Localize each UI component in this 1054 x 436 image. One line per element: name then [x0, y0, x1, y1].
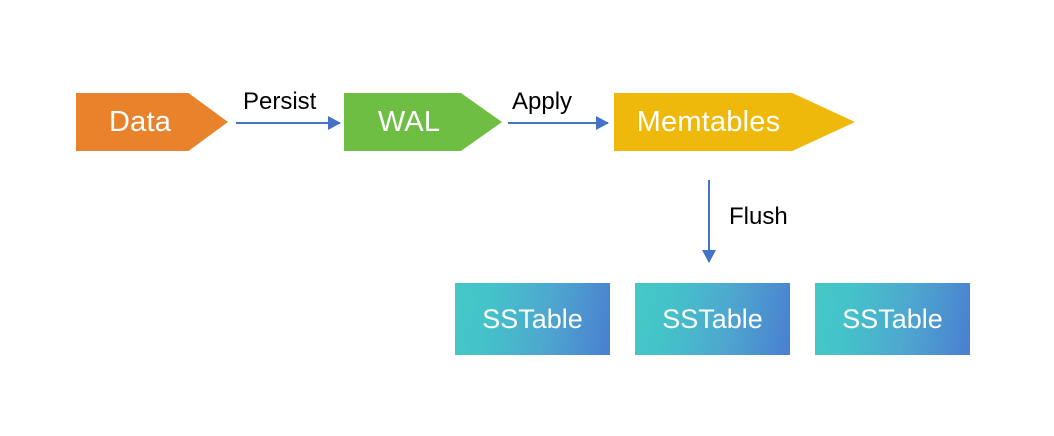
node-wal[interactable]: WAL	[344, 93, 502, 151]
edge-label-apply: Apply	[512, 88, 573, 115]
node-memtables-label: Memtables	[636, 105, 781, 138]
node-sstable-2[interactable]: SSTable	[635, 283, 790, 355]
node-sstable-3[interactable]: SSTable	[815, 283, 970, 355]
node-wal-label: WAL	[377, 105, 441, 138]
node-sstable-1-label: SSTable	[482, 303, 583, 334]
node-sstable-2-label: SSTable	[662, 303, 763, 334]
edge-label-persist: Persist	[243, 88, 317, 115]
arrowhead-down-icon	[702, 250, 716, 263]
node-sstable-1[interactable]: SSTable	[455, 283, 610, 355]
node-data[interactable]: Data	[76, 93, 228, 151]
node-sstable-3-label: SSTable	[842, 303, 943, 334]
node-data-label: Data	[108, 105, 172, 138]
arrowhead-right-icon	[596, 116, 609, 130]
arrowhead-right-icon	[328, 116, 341, 130]
edge-persist-arrow	[236, 116, 341, 130]
edge-apply-arrow	[508, 116, 609, 130]
node-memtables[interactable]: Memtables	[614, 93, 855, 151]
edge-label-flush: Flush	[729, 203, 788, 230]
edge-flush-arrow	[702, 180, 716, 263]
